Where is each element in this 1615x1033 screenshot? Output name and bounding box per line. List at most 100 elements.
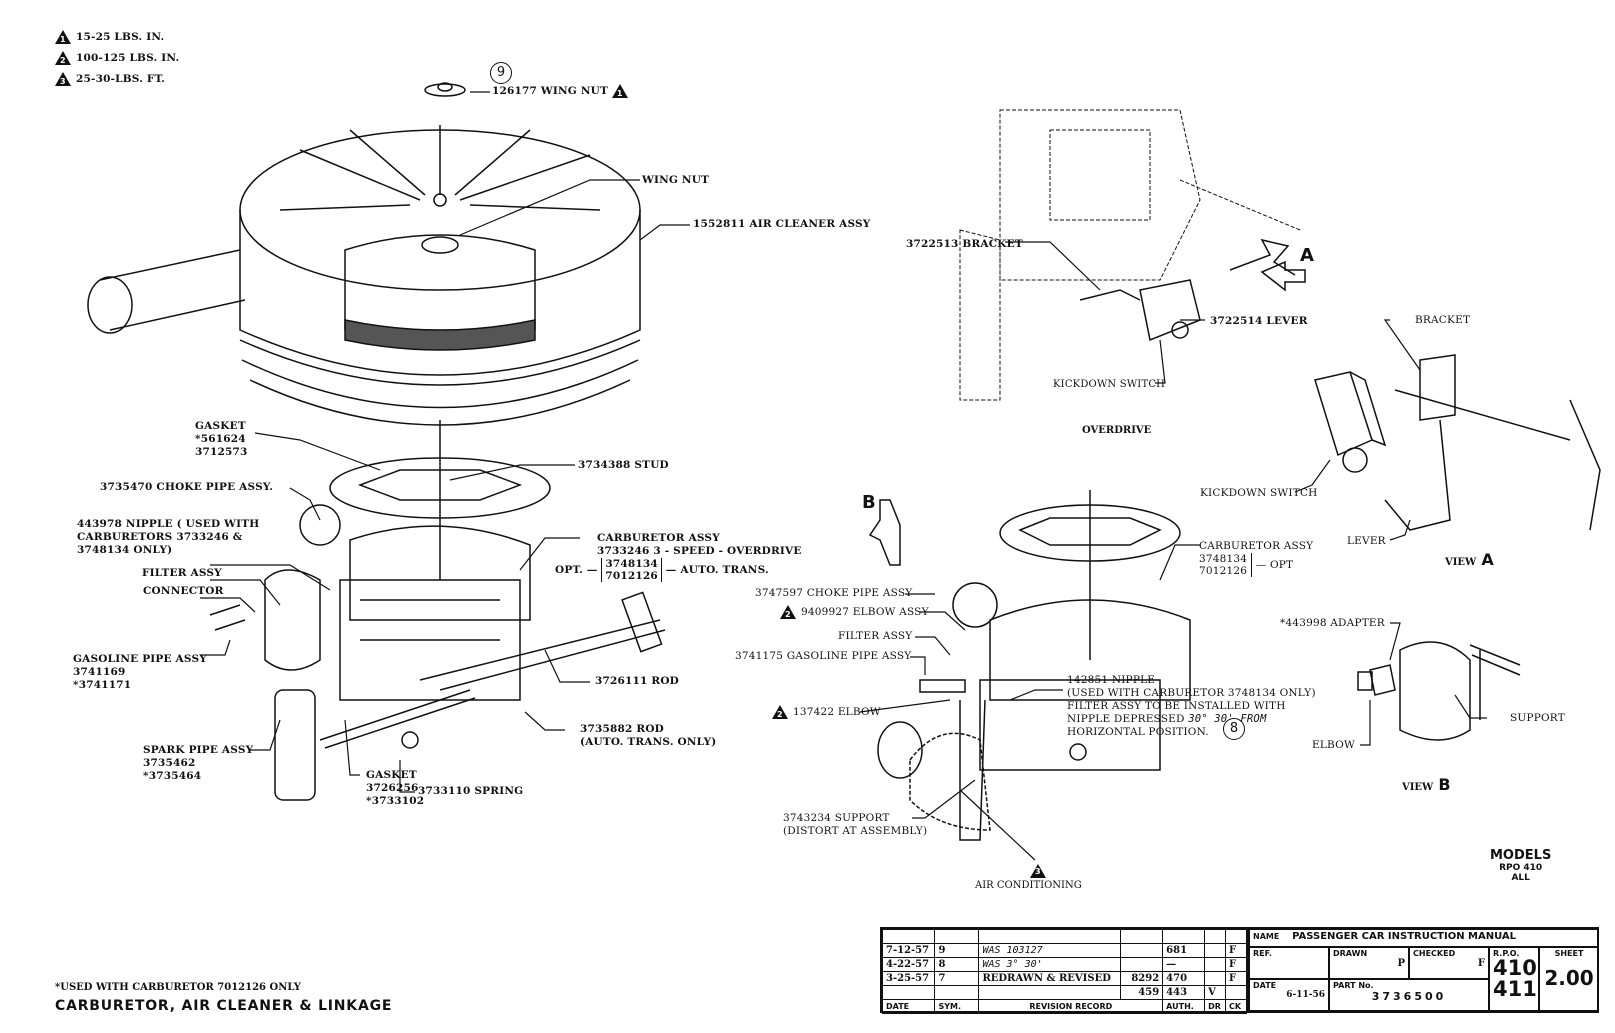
view-b-support-label: SUPPORT — [1510, 712, 1565, 724]
revision-cell-ck — [1225, 929, 1247, 944]
name-value: PASSENGER CAR INSTRUCTION MANUAL — [1292, 931, 1517, 942]
view-a-arrow-label: A — [1300, 245, 1314, 266]
revision-cell-date: 7-12-57 — [881, 943, 936, 958]
rod-auto-trans-label: 3735882 ROD (AUTO. TRANS. ONLY) — [580, 723, 716, 749]
part-label-text: 126177 WING NUT — [492, 85, 608, 97]
torque-marker-icon: 1 — [611, 84, 628, 98]
revision-cell-sym: 8 — [934, 957, 980, 972]
revision-row — [881, 929, 1247, 944]
label-line: 3748134 ONLY) — [77, 544, 173, 556]
view-a-bracket-label: BRACKET — [1415, 314, 1471, 326]
view-b-adapter-label: *443998 ADAPTER — [1280, 617, 1385, 629]
ac-nipple-note: 142851 NIPPLE (USED WITH CARBURETOR 3748… — [1067, 674, 1316, 739]
overdrive-caption: OVERDRIVE — [1082, 425, 1152, 436]
rpo-label: R.P.O. — [1493, 949, 1520, 958]
view-b-arrow-label: B — [862, 492, 876, 513]
wing-nut-illustration — [424, 82, 466, 97]
revision-cell-auth: 443 — [1162, 985, 1206, 1000]
revision-cell-dr: V — [1204, 985, 1226, 1000]
overdrive-bracket-label: 3722513 BRACKET — [906, 238, 1023, 250]
view-word: VIEW — [1445, 557, 1477, 568]
rpo-value: 411 — [1493, 977, 1537, 1001]
revision-cell-desc: REDRAWN & REVISED — [978, 971, 1122, 986]
part-number: 3712573 — [195, 446, 248, 458]
date-value: 6-11-56 — [1286, 990, 1325, 1000]
part-label: PART No. — [1333, 981, 1374, 990]
part-number: 3735462 — [143, 757, 196, 769]
label-text: NIPPLE DEPRESSED — [1067, 713, 1185, 725]
label-line: 142851 NIPPLE — [1067, 674, 1156, 686]
part-number: 3741169 — [73, 666, 126, 678]
carburetor-assy-label: CARBURETOR ASSY 3733246 3 - SPEED - OVER… — [555, 532, 802, 582]
label-line: (DISTORT AT ASSEMBLY) — [783, 825, 928, 837]
view-a-caption: VIEW A — [1445, 550, 1494, 569]
overdrive-lever-label: 3722514 LEVER — [1210, 315, 1308, 327]
carburetor-illustration-left — [209, 504, 666, 801]
revision-cell-num — [1120, 929, 1164, 944]
air-cleaner-illustration — [87, 125, 641, 426]
revision-cell-date: 3-25-57 — [881, 971, 936, 986]
overdrive-kickdown-label: KICKDOWN SWITCH — [1053, 379, 1166, 390]
label-line: (USED WITH CARBURETOR 3748134 ONLY) — [1067, 687, 1316, 699]
revision-cell-dr — [1204, 971, 1226, 986]
part-value: 3736500 — [1371, 990, 1447, 1003]
opt-description: AUTO. TRANS. — [680, 564, 769, 576]
revision-cell-dr — [1204, 929, 1226, 944]
part-number: *3735464 — [143, 770, 202, 782]
label-line: (AUTO. TRANS. ONLY) — [580, 736, 717, 748]
overdrive-illustration — [959, 109, 1301, 401]
header-ck: CK — [1225, 999, 1247, 1014]
part-number: 3748134 — [605, 558, 658, 570]
models-block: MODELS RPO 410 ALL — [1490, 848, 1551, 883]
torque-legend-text: 25-30-LBS. FT. — [76, 73, 166, 85]
revision-cell-desc — [978, 929, 1122, 944]
view-word: VIEW — [1402, 782, 1434, 793]
revision-cell-sym — [934, 929, 980, 944]
part-number: *3733102 — [366, 795, 425, 807]
revision-cell-ck: F — [1225, 971, 1247, 986]
part-title: SPARK PIPE ASSY — [143, 744, 254, 756]
revision-cell-num: 459 — [1120, 985, 1164, 1000]
header-sym: SYM. — [934, 999, 980, 1014]
checked-value: F — [1477, 958, 1485, 969]
revision-cell-ck — [1225, 985, 1247, 1000]
ac-gasoline-pipe-label: 3741175 GASOLINE PIPE ASSY — [735, 650, 912, 662]
revision-cell-num — [1120, 943, 1164, 958]
page-title: CARBURETOR, AIR CLEANER & LINKAGE — [55, 998, 393, 1014]
label-line: CARBURETORS 3733246 & — [77, 531, 243, 543]
part-number-cell: PART No.3736500 — [1329, 979, 1489, 1011]
part-number: 3726256 — [366, 782, 419, 794]
revision-cell-num — [1120, 957, 1164, 972]
revision-cell-desc: WAS 3° 30' — [978, 957, 1122, 972]
sheet-value: 2.00 — [1544, 966, 1594, 990]
revision-callout-9: 9 — [490, 62, 512, 84]
torque-legend-text: 100-125 LBS. IN. — [76, 52, 180, 64]
gasket-bottom-label: GASKET 3726256 *3733102 — [366, 769, 424, 808]
label-line: 3743234 SUPPORT — [783, 812, 890, 824]
view-letter: B — [1438, 775, 1451, 794]
filter-assy-label: FILTER ASSY — [142, 567, 222, 579]
view-a-kickdown-label: KICKDOWN SWITCH — [1200, 487, 1318, 499]
revision-cell-dr — [1204, 957, 1226, 972]
name-cell: NAME PASSENGER CAR INSTRUCTION MANUAL — [1249, 929, 1599, 947]
date-label: DATE — [1253, 981, 1277, 990]
view-b-caption: VIEW B — [1402, 775, 1451, 794]
torque-marker-icon: 1 — [55, 30, 71, 44]
revision-cell-num: 8292 — [1120, 971, 1164, 986]
revision-cell-sym: 7 — [934, 971, 980, 986]
gasoline-pipe-label: GASOLINE PIPE ASSY 3741169 *3741171 — [73, 653, 207, 692]
header-dr: DR — [1204, 999, 1226, 1014]
label-line: 3735882 ROD — [580, 723, 664, 735]
header-revision-record: REVISION RECORD — [978, 999, 1164, 1014]
view-a-illustration — [1314, 354, 1601, 531]
